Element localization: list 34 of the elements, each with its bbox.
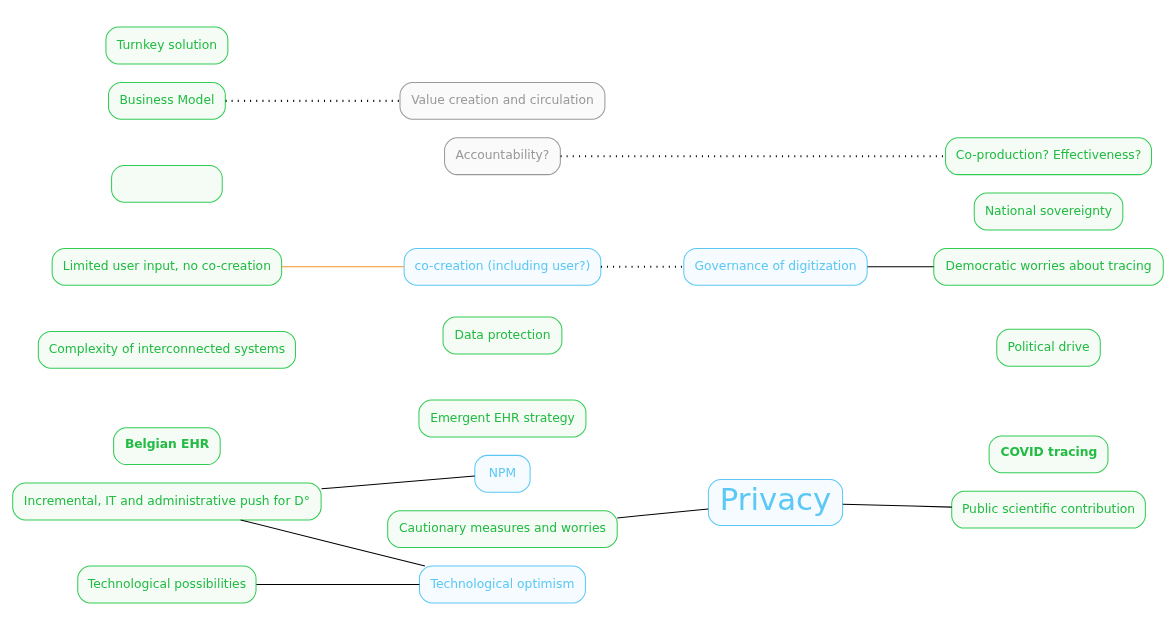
node-box: Co-production? Effectiveness? <box>945 137 1152 176</box>
node-box: Emergent EHR strategy <box>418 399 587 438</box>
connector <box>255 583 420 585</box>
node-box: COVID tracing <box>988 435 1109 474</box>
node-box: Public scientific contribution <box>951 490 1146 529</box>
connector <box>321 475 476 490</box>
node-box: Technological possibilities <box>77 565 257 604</box>
connector <box>281 266 405 268</box>
node-box: Cautionary measures and worries <box>387 510 618 549</box>
node-box: Incremental, IT and administrative push for D° <box>12 482 322 521</box>
connector <box>616 508 709 519</box>
connector <box>842 503 953 508</box>
node-box <box>111 164 223 203</box>
connector <box>867 266 935 268</box>
node-box: NPM <box>474 454 531 493</box>
node-box: Business Model <box>108 81 226 120</box>
node-box: Value creation and circulation <box>399 81 606 120</box>
node-box: Limited user input, no co-creation <box>51 247 283 286</box>
node-box: Complexity of interconnected systems <box>37 330 296 369</box>
node-box: Political drive <box>996 328 1101 367</box>
node-box: co-creation (including user?) <box>403 247 602 286</box>
node-box: Democratic worries about tracing <box>933 247 1164 286</box>
node-box: Technological optimism <box>418 565 586 604</box>
node-box: Governance of digitization <box>683 247 868 286</box>
connector <box>600 265 684 268</box>
node-box: Accountability? <box>444 137 561 176</box>
node-box: Privacy <box>707 478 844 527</box>
node-box: Belgian EHR <box>113 427 221 466</box>
connector <box>240 519 426 567</box>
connector <box>560 155 946 158</box>
connector <box>225 99 400 102</box>
node-box: Data protection <box>442 316 563 355</box>
node-box: Turnkey solution <box>105 26 229 65</box>
node-box: National sovereignty <box>973 192 1124 231</box>
